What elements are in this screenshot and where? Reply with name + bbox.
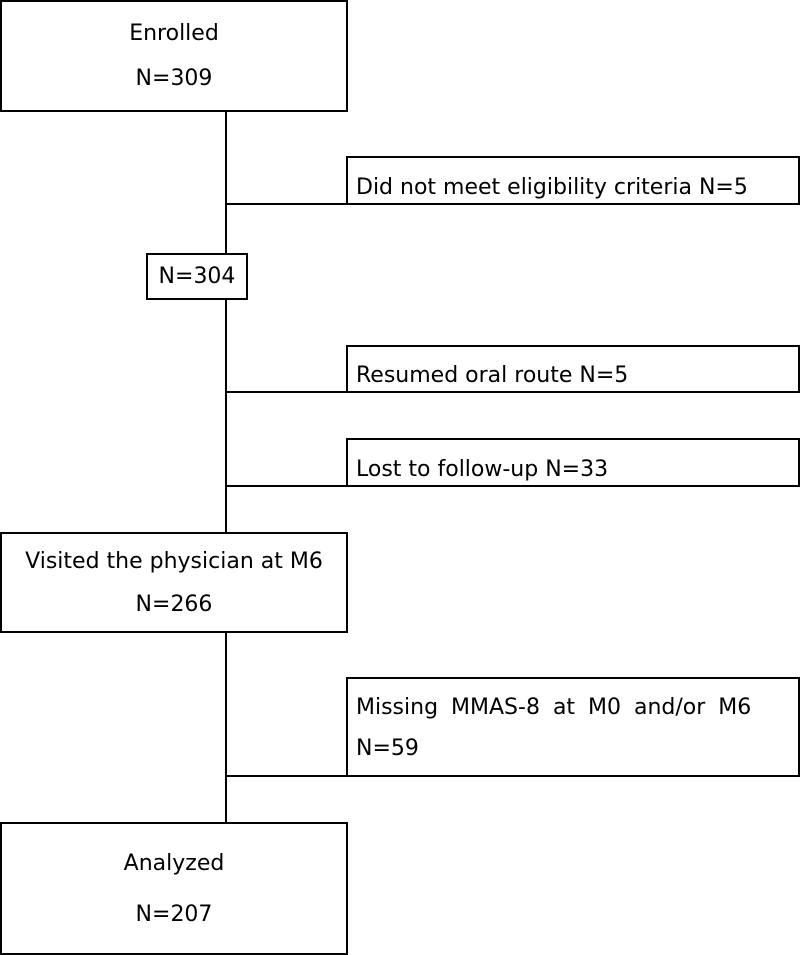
enrolled-label: Enrolled xyxy=(129,21,219,46)
missing-mmas-box: Missing MMAS-8 at M0 and/or M6 N=59 xyxy=(346,677,800,777)
excluded-eligibility-label: Did not meet eligibility criteria N=5 xyxy=(356,175,748,200)
branch-line-eligibility xyxy=(226,203,348,205)
branch-line-lost-follow-up xyxy=(226,485,348,487)
resumed-oral-label: Resumed oral route N=5 xyxy=(356,363,629,388)
visited-m6-label: Visited the physician at M6 xyxy=(25,548,323,574)
excluded-eligibility-box: Did not meet eligibility criteria N=5 xyxy=(346,156,800,205)
lost-follow-up-label: Lost to follow-up N=33 xyxy=(356,457,609,482)
enrolled-box: Enrolled N=309 xyxy=(0,0,348,112)
branch-line-missing-mmas xyxy=(226,775,348,777)
missing-mmas-count: N=59 xyxy=(356,736,419,761)
branch-line-resumed-oral xyxy=(226,391,348,393)
connector-enrolled-to-eligible xyxy=(225,110,227,255)
visited-m6-count: N=266 xyxy=(135,591,213,617)
eligible-count: N=304 xyxy=(158,264,236,289)
missing-mmas-label: Missing MMAS-8 at M0 and/or M6 xyxy=(356,695,752,720)
visited-m6-box: Visited the physician at M6 N=266 xyxy=(0,532,348,633)
connector-eligible-to-visited xyxy=(225,298,227,533)
lost-follow-up-box: Lost to follow-up N=33 xyxy=(346,438,800,487)
analyzed-label: Analyzed xyxy=(123,850,225,876)
analyzed-count: N=207 xyxy=(135,901,213,927)
enrolled-count: N=309 xyxy=(135,66,213,91)
eligible-box: N=304 xyxy=(146,253,248,300)
connector-visited-to-analyzed xyxy=(225,631,227,824)
resumed-oral-box: Resumed oral route N=5 xyxy=(346,345,800,393)
analyzed-box: Analyzed N=207 xyxy=(0,822,348,955)
